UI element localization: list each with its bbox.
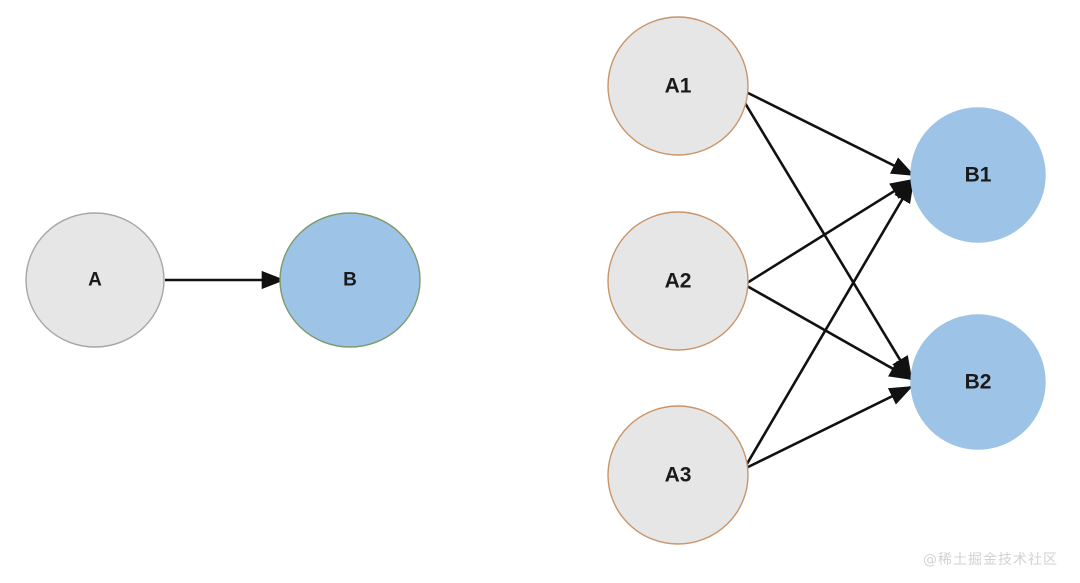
edge-a3-to-b2 (745, 385, 913, 470)
right-group-edges (740, 90, 915, 470)
node-a[interactable]: A (25, 212, 165, 348)
edge-a3-to-b1 (742, 179, 915, 470)
edge-a1-to-b2 (740, 97, 913, 380)
node-label-a: A (88, 270, 102, 291)
node-shape-b (279, 212, 421, 348)
node-label-b2: B2 (965, 371, 992, 394)
node-a3[interactable]: A3 (607, 405, 749, 545)
node-a1[interactable]: A1 (607, 16, 749, 156)
node-shape-a (25, 212, 165, 348)
node-shape-b1 (910, 107, 1046, 243)
node-b2[interactable]: B2 (910, 314, 1046, 450)
edge-a2-to-b1 (746, 178, 914, 285)
node-shape-a1 (607, 16, 749, 156)
edge-a2-to-b2 (746, 284, 913, 381)
node-label-a3: A3 (665, 464, 692, 487)
node-b1[interactable]: B1 (910, 107, 1046, 243)
node-shape-a3 (607, 405, 749, 545)
node-label-b1: B1 (965, 164, 992, 187)
watermark: @稀土掘金技术社区 (923, 552, 1058, 568)
node-b[interactable]: B (279, 212, 421, 348)
node-shape-b2 (910, 314, 1046, 450)
edge-a1-to-b1 (745, 90, 915, 177)
node-label-a2: A2 (665, 270, 692, 293)
node-label-a1: A1 (665, 75, 692, 98)
node-shape-a2 (607, 211, 749, 351)
node-a2[interactable]: A2 (607, 211, 749, 351)
node-label-b: B (343, 270, 357, 291)
